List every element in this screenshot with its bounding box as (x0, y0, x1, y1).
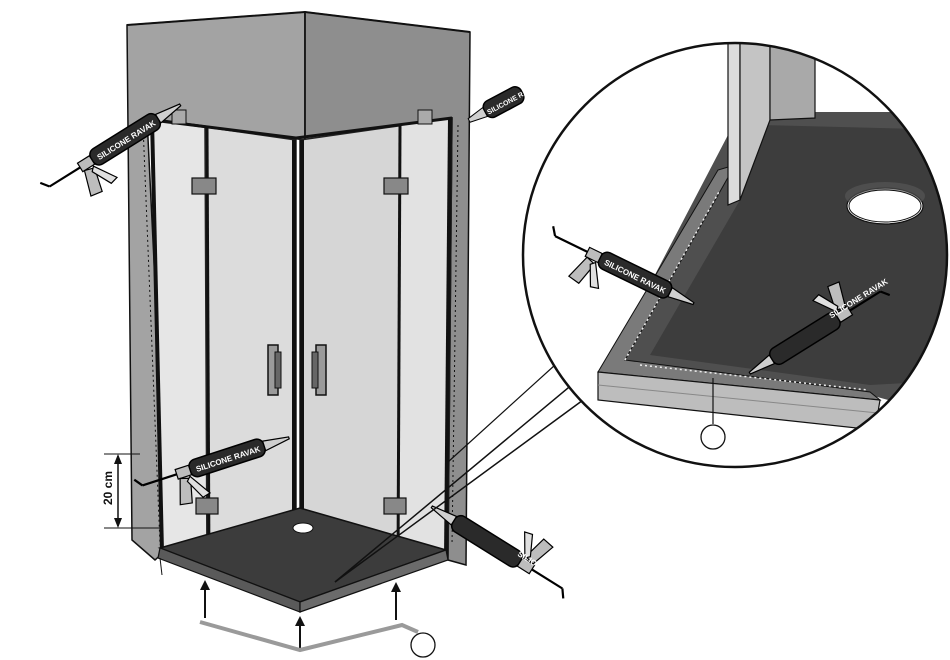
hinge-upper-right (384, 178, 408, 194)
drain (293, 523, 313, 533)
hinge-upper-left (192, 178, 216, 194)
silicone-gun-icon: SILICONE RAVAK (465, 75, 543, 128)
svg-text:20 cm: 20 cm (101, 471, 115, 505)
tray-bracket (200, 622, 418, 650)
callout-marker (411, 633, 435, 657)
arrow-up-icon (200, 580, 210, 618)
arrow-up-icon (391, 582, 401, 620)
hinge-lower-right (384, 498, 406, 514)
arrow-up-icon (295, 616, 305, 648)
hinge-lower-left (196, 498, 218, 514)
shower-enclosure (127, 12, 470, 612)
callout-marker (701, 425, 725, 449)
